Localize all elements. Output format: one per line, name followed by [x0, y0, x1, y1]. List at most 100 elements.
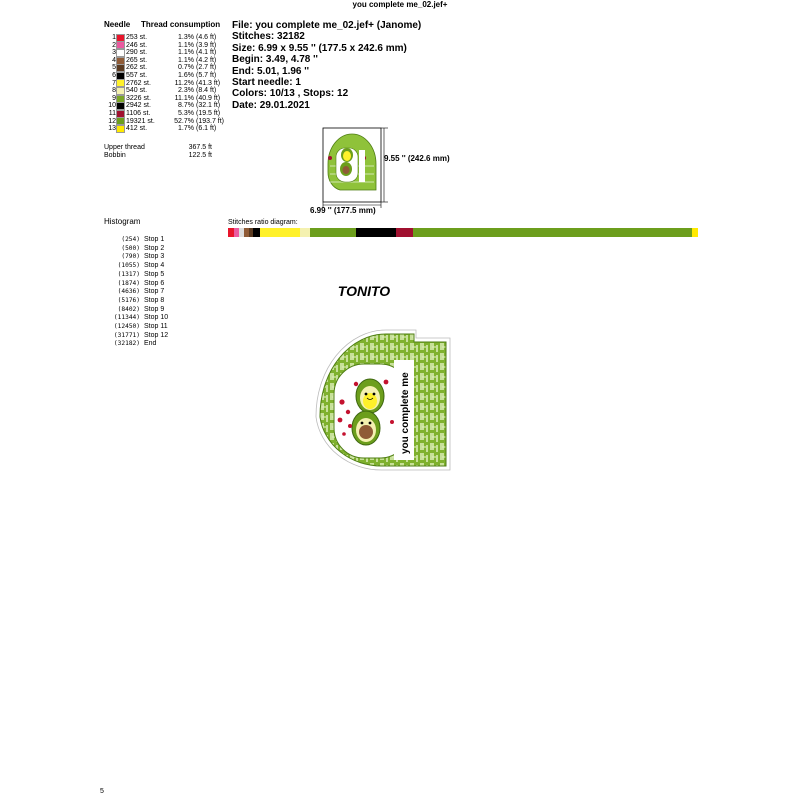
needle-percent: 1.1%: [178, 49, 194, 57]
needle-number: 13: [108, 125, 116, 133]
histogram-stop-label: Stop 7: [144, 288, 165, 296]
histogram-stop-label: Stop 12: [144, 331, 169, 339]
histogram-stop-label: Stop 10: [144, 314, 169, 322]
height-dimension: 9.55 '' (242.6 mm): [384, 154, 450, 163]
needle-number: 10: [108, 102, 116, 110]
histogram-stop-label: Stop 11: [144, 323, 168, 331]
needle-length: (8.4 ft): [196, 87, 217, 95]
needle-number: 3: [112, 49, 116, 57]
thumbnail-frame: [322, 127, 382, 203]
needle-stitches: 19321 st.: [126, 117, 155, 125]
histogram-stop-label: Stop 5: [144, 270, 165, 278]
needle-color-swatch: [116, 48, 125, 57]
needle-length: (6.1 ft): [196, 125, 217, 133]
needle-percent: 1.7%: [178, 125, 194, 133]
needle-color-swatch: [116, 94, 125, 103]
thread-consumption-header: Thread consumption: [141, 20, 221, 29]
needle-percent: 1.1%: [178, 41, 194, 49]
needle-percent: 52.7%: [174, 117, 194, 125]
needle-color-swatch: [116, 41, 125, 50]
ratio-segment: [252, 228, 261, 237]
text-strip: [394, 360, 414, 460]
histogram-count: (1874): [117, 279, 140, 287]
needle-percent: 8.7%: [178, 102, 194, 110]
file-info-line: Start needle: 1: [232, 77, 301, 89]
needle-percent: 1.6%: [178, 71, 194, 79]
design-thumbnail: [322, 127, 388, 208]
needle-stitches: 290 st.: [126, 49, 148, 57]
histogram-count: (790): [121, 253, 140, 261]
needle-stitches: 262 st.: [126, 64, 148, 72]
ratio-segment: [234, 228, 240, 237]
stitches-ratio-bar: [228, 228, 698, 237]
needle-color-swatch: [116, 71, 125, 80]
needle-number: 1: [112, 34, 116, 41]
needle-number: 11: [108, 109, 116, 117]
needle-number: 4: [112, 56, 116, 64]
needle-percent: 5.3%: [178, 109, 194, 117]
ratio-segment: [244, 228, 250, 237]
needle-number: 2: [112, 41, 116, 49]
thread-totals: Upper thread 367.5 ft Bobbin 122.5 ft: [104, 144, 212, 159]
needle-length: (40.9 ft): [196, 94, 221, 102]
histogram-row: (32182)End: [110, 340, 168, 349]
needle-length: (2.7 ft): [196, 64, 217, 72]
needle-number: 5: [112, 64, 116, 72]
needle-length: (3.9 ft): [196, 41, 217, 49]
needle-stitches: 3226 st.: [126, 94, 151, 102]
needle-length: (4.6 ft): [196, 34, 217, 41]
file-info-line: Size: 6.99 x 9.55 '' (177.5 x 242.6 mm): [232, 42, 407, 54]
design-name: TONITO: [337, 283, 391, 299]
ratio-segment: [412, 228, 692, 237]
histogram-count: (11344): [113, 314, 140, 322]
histogram-stop-label: Stop 4: [144, 262, 165, 270]
needle-color-swatch: [116, 56, 125, 65]
needle-row: 13 412 st. 1.7%(6.1 ft): [108, 124, 232, 133]
needle-percent: 2.3%: [178, 87, 194, 95]
needle-color-swatch: [116, 109, 125, 118]
histogram-count: (1055): [117, 262, 140, 270]
upper-thread-row: Upper thread 367.5 ft: [104, 144, 212, 152]
histogram-row: (12450)Stop 11: [110, 323, 168, 332]
needle-color-swatch: [116, 124, 125, 133]
hearts: [337, 379, 394, 436]
ratio-segment: [310, 228, 356, 237]
ratio-segment: [260, 228, 300, 237]
needle-color-swatch: [116, 102, 125, 111]
histogram-row: (31771)Stop 12: [110, 332, 168, 341]
bobbin-label: Bobbin: [104, 151, 126, 159]
needle-stitches: 557 st.: [126, 71, 148, 79]
histogram-row: (254) Stop 1: [110, 236, 168, 245]
histogram-count: (4636): [117, 288, 140, 296]
ratio-segment: [228, 228, 235, 237]
ratio-segment: [249, 228, 253, 237]
file-info-line: Date: 29.01.2021: [232, 99, 310, 111]
file-info-line: File: you complete me_02.jef+ (Janome): [232, 20, 422, 31]
needle-stitches: 412 st.: [126, 125, 148, 133]
needle-row: 5 262 st. 0.7%(2.7 ft): [108, 64, 232, 73]
needle-stitches: 1106 st.: [126, 109, 151, 117]
needle-percent: 11.1%: [174, 94, 194, 102]
histogram-row: (1317)Stop 5: [110, 271, 168, 280]
design-text: you complete me: [400, 372, 411, 454]
histogram-stop-label: Stop 1: [144, 236, 165, 243]
histogram-row: (500)Stop 2: [110, 245, 168, 254]
histogram-count: (8402): [117, 305, 140, 313]
bobbin-value: 122.5 ft: [188, 151, 212, 159]
needle-row: 11 1106 st. 5.3%(19.5 ft): [108, 109, 232, 118]
histogram-row: (1874)Stop 6: [110, 280, 168, 289]
needle-stitches: 246 st.: [126, 41, 148, 49]
needle-number: 9: [112, 94, 116, 102]
needle-number: 6: [112, 71, 116, 79]
avocado-bottom: [351, 410, 381, 446]
needle-length: (19.5 ft): [196, 109, 221, 117]
needle-length: (4.1 ft): [196, 49, 217, 57]
needle-stitches: 2942 st.: [126, 102, 151, 110]
histogram-count: (254): [121, 236, 140, 243]
page-number: 5: [100, 788, 104, 795]
needle-length: (4.2 ft): [196, 56, 217, 64]
needle-percent: 0.7%: [178, 64, 194, 72]
histogram-list: (254)Stop 1(500)Stop 2(790)Stop 3(1055)S…: [110, 236, 168, 349]
